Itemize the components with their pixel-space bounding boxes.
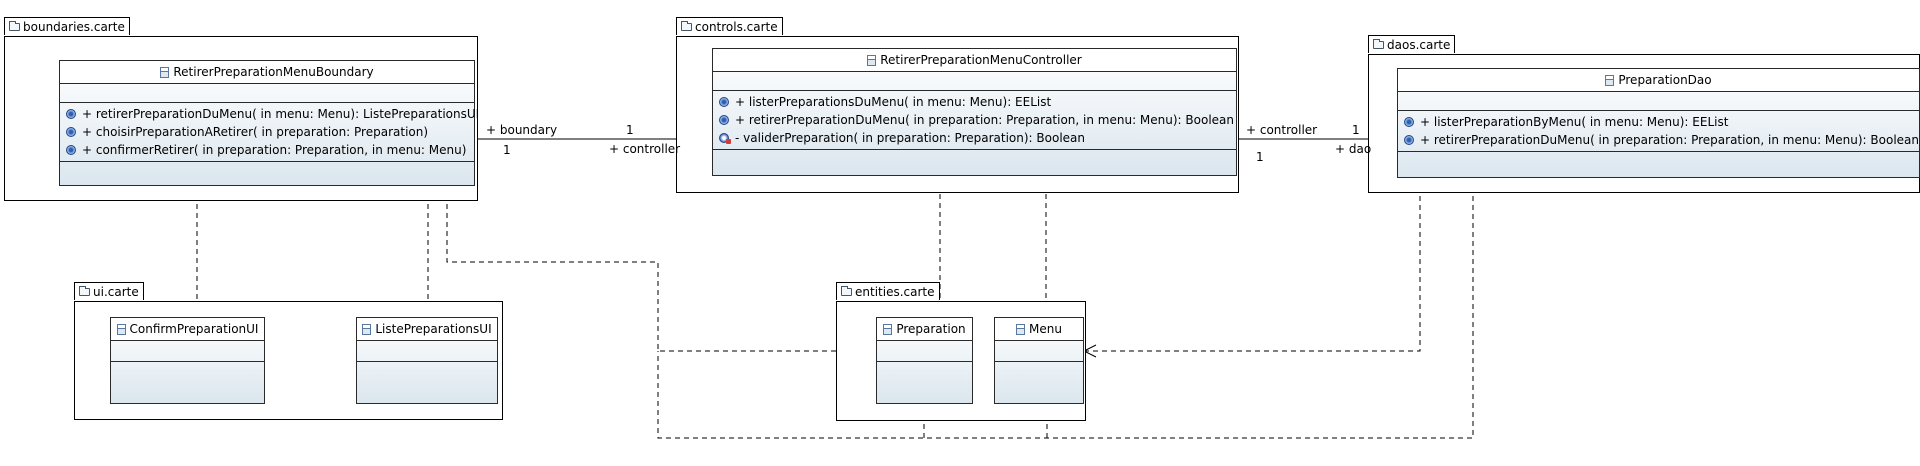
class-menu[interactable]: Menu [994, 317, 1084, 404]
package-name: controls.carte [695, 19, 778, 34]
class-icon [867, 54, 877, 66]
class-header: Preparation [877, 318, 972, 341]
operation-row[interactable]: - validerPreparation( in preparation: Pr… [713, 129, 1236, 147]
public-operation-icon [1404, 135, 1414, 145]
class-confirm-preparation-ui[interactable]: ConfirmPreparationUI [110, 317, 265, 404]
operation-signature: + listerPreparationByMenu( in menu: Menu… [1420, 115, 1729, 129]
operation-row[interactable]: + listerPreparationsDuMenu( in menu: Men… [713, 93, 1236, 111]
operation-signature: + retirerPreparationDuMenu( in preparati… [735, 113, 1235, 127]
class-header: Menu [995, 318, 1083, 341]
multiplicity-label-dao: 1 [1352, 123, 1360, 137]
operations-compartment: + listerPreparationByMenu( in menu: Menu… [1398, 111, 1919, 152]
package-name: boundaries.carte [23, 19, 125, 34]
class-header: RetirerPreparationMenuController [713, 49, 1236, 72]
class-dao[interactable]: PreparationDao + listerPreparationByMenu… [1397, 68, 1920, 178]
dependency-dao-menu [1084, 178, 1421, 352]
class-header: PreparationDao [1398, 69, 1919, 92]
class-icon [1016, 323, 1026, 335]
operation-signature: + confirmerRetirer( in preparation: Prep… [82, 143, 467, 157]
public-operation-icon [719, 115, 729, 125]
operations-compartment [877, 362, 972, 382]
class-header: ListePreparationsUI [357, 318, 497, 341]
operation-signature: + choisirPreparationARetirer( in prepara… [82, 125, 429, 139]
operation-signature: + listerPreparationsDuMenu( in menu: Men… [735, 95, 1052, 109]
attributes-compartment [111, 341, 264, 362]
multiplicity-label-boundary: 1 [503, 143, 511, 157]
package-tab-daos[interactable]: daos.carte [1368, 35, 1456, 53]
class-preparation[interactable]: Preparation [876, 317, 973, 404]
class-icon [883, 323, 893, 335]
operation-signature: + retirerPreparationDuMenu( in menu: Men… [82, 107, 480, 121]
folder-icon [681, 21, 692, 31]
class-liste-preparations-ui[interactable]: ListePreparationsUI [356, 317, 498, 404]
attributes-compartment [995, 341, 1083, 362]
attributes-compartment [713, 72, 1236, 91]
class-controller[interactable]: RetirerPreparationMenuController + liste… [712, 48, 1237, 176]
operations-compartment [995, 362, 1083, 382]
class-icon [362, 323, 372, 335]
role-label-dao: + dao [1335, 142, 1372, 156]
class-name: RetirerPreparationMenuBoundary [173, 65, 374, 79]
role-label-boundary: + boundary [486, 123, 558, 137]
package-name: entities.carte [855, 284, 935, 299]
class-name: Menu [1029, 322, 1062, 336]
package-tab-controls[interactable]: controls.carte [676, 17, 783, 35]
class-name: ConfirmPreparationUI [129, 322, 259, 336]
operation-signature: - validerPreparation( in preparation: Pr… [735, 131, 1085, 145]
class-icon [1605, 74, 1615, 86]
role-label-controller-dao-source: + controller [1246, 123, 1318, 137]
operations-compartment: + retirerPreparationDuMenu( in menu: Men… [60, 103, 479, 162]
multiplicity-label-controller-dao-source: 1 [1256, 150, 1264, 164]
public-operation-icon [1404, 117, 1414, 127]
operations-compartment: + listerPreparationsDuMenu( in menu: Men… [713, 91, 1236, 150]
attributes-compartment [60, 84, 474, 103]
attributes-compartment [877, 341, 972, 362]
package-name: ui.carte [93, 284, 139, 299]
class-icon [116, 323, 126, 335]
operation-row[interactable]: + confirmerRetirer( in preparation: Prep… [60, 141, 474, 159]
operations-compartment [357, 362, 497, 382]
operation-row[interactable]: + listerPreparationByMenu( in menu: Menu… [1398, 113, 1919, 131]
operation-row[interactable]: + choisirPreparationARetirer( in prepara… [60, 123, 474, 141]
folder-icon [79, 286, 90, 296]
public-operation-icon [719, 97, 729, 107]
dependency-boundary-preparation [446, 186, 876, 352]
public-operation-icon [66, 109, 76, 119]
class-boundary[interactable]: RetirerPreparationMenuBoundary + retirer… [59, 60, 479, 186]
class-name: Preparation [896, 322, 966, 336]
public-operation-icon [66, 127, 76, 137]
private-operation-icon [719, 133, 731, 144]
dependency-dao-bottom-loop [657, 178, 1474, 439]
package-tab-boundaries[interactable]: boundaries.carte [4, 17, 130, 35]
operation-signature: + retirerPreparationDuMenu( in preparati… [1420, 133, 1920, 147]
multiplicity-label-controller: 1 [626, 123, 634, 137]
package-name: daos.carte [1387, 37, 1451, 52]
folder-icon [1373, 39, 1384, 49]
class-header: RetirerPreparationMenuBoundary [60, 61, 474, 84]
operations-compartment [111, 362, 264, 382]
attributes-compartment [357, 341, 497, 362]
class-name: RetirerPreparationMenuController [880, 53, 1082, 67]
operation-row[interactable]: + retirerPreparationDuMenu( in preparati… [713, 111, 1236, 129]
class-icon [160, 66, 170, 78]
operation-row[interactable]: + retirerPreparationDuMenu( in menu: Men… [60, 105, 479, 123]
folder-icon [9, 21, 20, 31]
class-header: ConfirmPreparationUI [111, 318, 264, 341]
folder-icon [841, 286, 852, 296]
public-operation-icon [66, 145, 76, 155]
role-label-controller: + controller [609, 142, 681, 156]
package-tab-entities[interactable]: entities.carte [836, 282, 940, 300]
package-tab-ui[interactable]: ui.carte [74, 282, 144, 300]
class-name: ListePreparationsUI [375, 322, 492, 336]
class-name: PreparationDao [1618, 73, 1712, 87]
attributes-compartment [1398, 92, 1919, 111]
operation-row[interactable]: + retirerPreparationDuMenu( in preparati… [1398, 131, 1919, 149]
